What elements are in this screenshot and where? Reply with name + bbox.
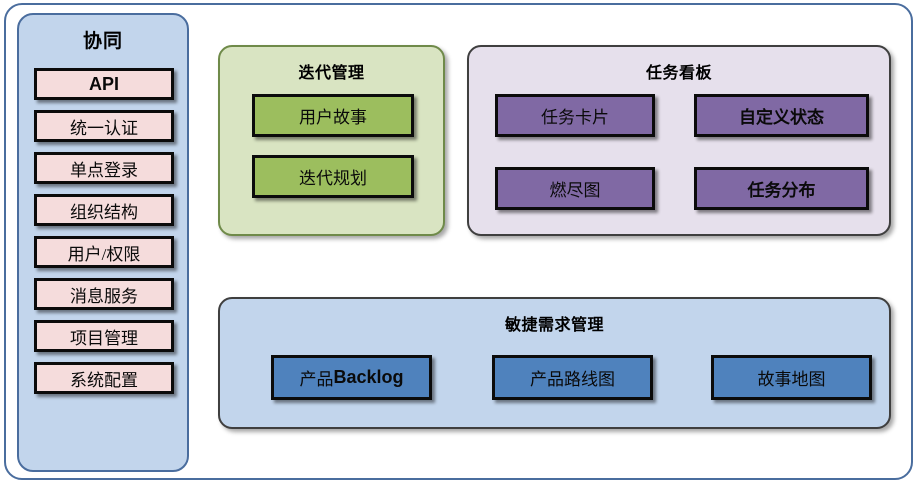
panel-title: 敏捷需求管理 (504, 317, 604, 334)
item-label: 故事地图 (757, 370, 826, 389)
item-label: 任务卡片 (541, 108, 609, 127)
sidebar-title: 协同 (82, 31, 123, 52)
sidebar-item-unified-auth[interactable]: 统一认证 (34, 110, 174, 142)
item-product-roadmap[interactable]: 产品路线图 (492, 355, 653, 400)
sidebar-item-label: 统一认证 (70, 118, 138, 138)
sidebar-item-list: API 统一认证 单点登录 组织结构 用户/权限 消息服务 项目管理 系统配置 (34, 68, 174, 404)
panel-title: 任务看板 (645, 65, 712, 82)
sidebar-item-label: 消息服务 (70, 286, 138, 306)
item-label: 产品路线图 (530, 370, 615, 389)
item-custom-status[interactable]: 自定义状态 (694, 94, 869, 137)
item-label: 用户故事 (299, 108, 367, 127)
item-iteration-planning[interactable]: 迭代规划 (252, 155, 414, 198)
sidebar-item-label: 组织结构 (70, 202, 138, 222)
item-user-story[interactable]: 用户故事 (252, 94, 414, 137)
item-label: 自定义状态 (739, 108, 824, 127)
sidebar-item-single-sign-on[interactable]: 单点登录 (34, 152, 174, 184)
item-label-prefix: 产品 (299, 370, 334, 389)
sidebar-item-label: 用户/权限 (67, 244, 141, 264)
sidebar-item-label: 项目管理 (70, 328, 138, 348)
sidebar-item-system-config[interactable]: 系统配置 (34, 362, 174, 394)
item-task-distribution[interactable]: 任务分布 (694, 167, 869, 210)
item-label-suffix: Backlog (333, 367, 404, 387)
sidebar-item-label: 单点登录 (70, 160, 138, 180)
sidebar-item-label: 系统配置 (70, 370, 138, 390)
panel-iteration-management: 迭代管理 用户故事 迭代规划 (218, 45, 445, 236)
sidebar-item-api[interactable]: API (34, 68, 174, 100)
item-label: 任务分布 (747, 181, 816, 200)
item-burndown-chart[interactable]: 燃尽图 (495, 167, 655, 210)
sidebar-item-project-management[interactable]: 项目管理 (34, 320, 174, 352)
item-story-map[interactable]: 故事地图 (711, 355, 872, 400)
sidebar-item-message-service[interactable]: 消息服务 (34, 278, 174, 310)
panel-task-board: 任务看板 任务卡片 自定义状态 燃尽图 任务分布 (467, 45, 891, 236)
item-label: 燃尽图 (549, 181, 601, 200)
sidebar-item-user-permission[interactable]: 用户/权限 (34, 236, 174, 268)
panel-title: 迭代管理 (298, 65, 365, 82)
item-label: 迭代规划 (299, 169, 367, 188)
item-task-card[interactable]: 任务卡片 (495, 94, 655, 137)
sidebar-item-org-structure[interactable]: 组织结构 (34, 194, 174, 226)
sidebar-item-label: API (88, 73, 119, 94)
sidebar-collaboration-panel: 协同 API 统一认证 单点登录 组织结构 用户/权限 消息服务 项目管理 系统… (17, 13, 189, 472)
